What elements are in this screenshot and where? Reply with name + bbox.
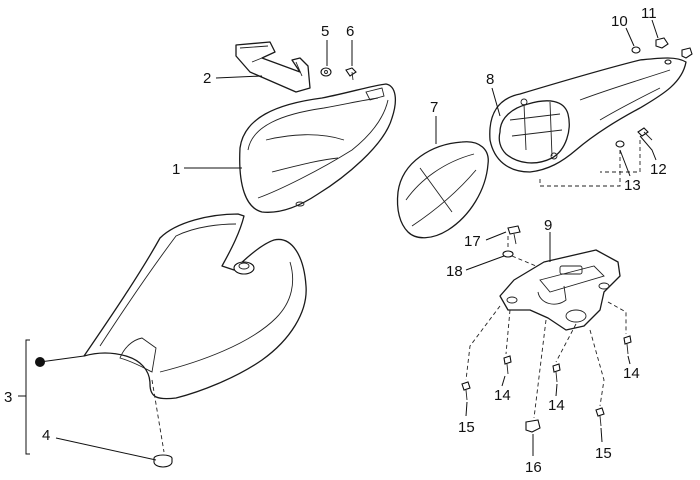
callout-16: 16 — [525, 459, 542, 476]
part-16-clip — [525, 419, 541, 433]
part-1-pillion-seat — [239, 83, 397, 213]
callout-15-left: 15 — [458, 419, 475, 436]
callout-1: 1 — [172, 161, 180, 178]
callout-18: 18 — [446, 263, 463, 280]
part-5-washer — [320, 67, 332, 77]
callout-4: 4 — [42, 427, 50, 444]
part-7-seat-cowl-pad — [396, 141, 489, 239]
part-15-screws — [461, 381, 605, 427]
callout-13: 13 — [624, 177, 641, 194]
part-6-screw — [345, 67, 357, 81]
part-10-washer — [631, 46, 641, 54]
callout-17: 17 — [464, 233, 481, 250]
callout-14-center: 14 — [548, 397, 565, 414]
leader-lines — [18, 19, 659, 461]
part-17-screw — [507, 225, 521, 245]
part-11-nut — [655, 37, 693, 65]
callout-bullet — [35, 357, 45, 367]
callout-11: 11 — [641, 5, 657, 22]
part-12-screw — [637, 127, 653, 141]
callout-3: 3 — [4, 389, 12, 406]
part-8-tail-fairing — [489, 57, 687, 173]
callout-7: 7 — [430, 99, 438, 116]
callout-15-right: 15 — [595, 445, 612, 462]
callouts: 1 2 3 4 5 6 7 8 9 10 11 12 13 14 14 14 1… — [4, 5, 667, 476]
callout-10: 10 — [611, 13, 628, 30]
part-13-washer — [615, 140, 625, 148]
callout-9: 9 — [544, 217, 552, 234]
callout-12: 12 — [650, 161, 667, 178]
part-14-screws — [503, 335, 632, 383]
callout-2: 2 — [203, 70, 211, 87]
part-4-grommet — [151, 379, 173, 468]
callout-5: 5 — [321, 23, 329, 40]
callout-14-right: 14 — [623, 365, 640, 382]
assembly-lines — [465, 140, 641, 419]
callout-6: 6 — [346, 23, 354, 40]
callout-14-left: 14 — [494, 387, 511, 404]
part-3-rider-seat — [83, 213, 307, 400]
callout-8: 8 — [486, 71, 494, 88]
part-9-lock-support — [499, 249, 621, 331]
part-2-seat-strap-bracket — [235, 41, 311, 93]
part-18-washer — [502, 250, 514, 258]
